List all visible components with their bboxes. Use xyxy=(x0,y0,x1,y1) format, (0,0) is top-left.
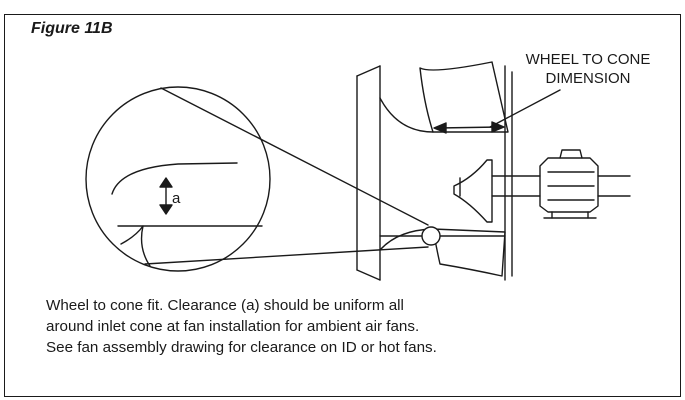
wheel-shroud-curve xyxy=(111,162,238,195)
dimension-arrowhead-left xyxy=(433,122,447,134)
figure-frame xyxy=(4,14,681,397)
dimension-label-line1: WHEEL TO CONE xyxy=(525,51,651,68)
wheel-blade-upper xyxy=(419,61,509,133)
caption-line: around inlet cone at fan installation fo… xyxy=(46,318,420,335)
detail-magnifier xyxy=(85,86,429,272)
flange-bottom xyxy=(356,269,381,281)
magnifier-lower-line xyxy=(144,246,429,265)
cone-lip xyxy=(120,225,151,267)
detail-target-circle xyxy=(421,226,441,246)
motor-top-box xyxy=(559,149,583,159)
dimension-leader-line xyxy=(489,89,561,128)
magnifier-upper-line xyxy=(160,87,429,226)
figure-title: Figure 11B xyxy=(31,20,113,37)
clearance-arrowhead-down xyxy=(159,204,173,215)
figure-caption: Wheel to cone fit. Clearance (a) should … xyxy=(46,295,646,358)
caption-line: Wheel to cone fit. Clearance (a) should … xyxy=(46,297,404,314)
inlet-cone-upper xyxy=(379,97,434,133)
fan-housing xyxy=(356,61,513,281)
wheel-to-cone-dimension xyxy=(433,89,561,134)
motor-bearing xyxy=(539,149,599,219)
caption-line: See fan assembly drawing for clearance o… xyxy=(46,339,437,356)
detail-circle xyxy=(85,86,271,272)
wheel-hub xyxy=(453,159,493,223)
motor-body xyxy=(539,157,599,213)
clearance-label: a xyxy=(172,190,181,207)
wheel-to-cone-label: WHEEL TO CONE DIMENSION xyxy=(483,50,685,88)
flange-top xyxy=(356,65,381,77)
clearance-arrowhead-up xyxy=(159,177,173,188)
hub-and-shaft xyxy=(453,159,631,223)
dimension-label-line2: DIMENSION xyxy=(545,70,631,87)
